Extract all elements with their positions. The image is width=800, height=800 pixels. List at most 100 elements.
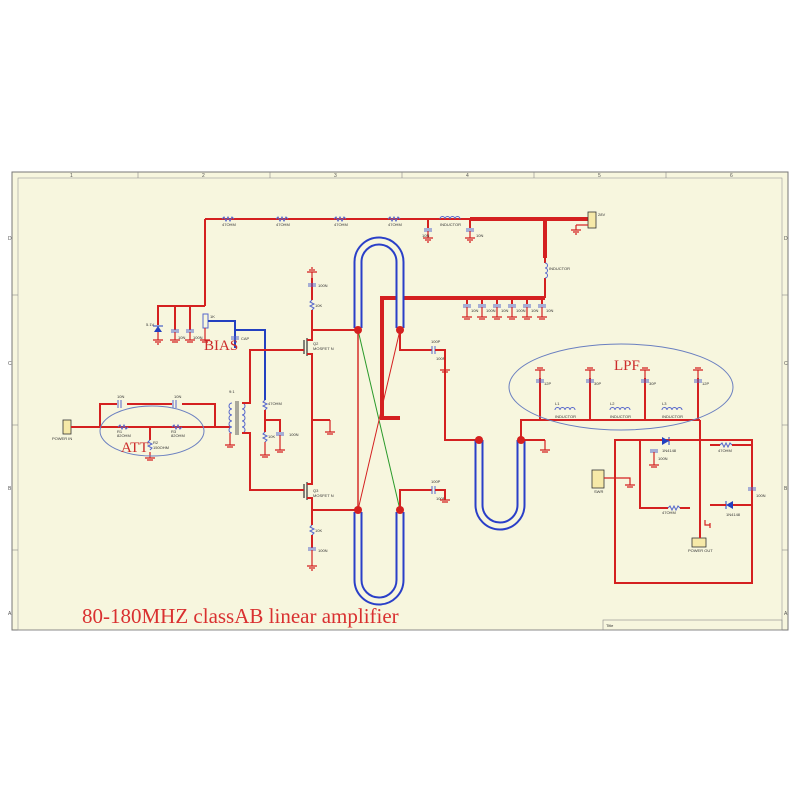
lpf-inductor-1 — [554, 407, 576, 411]
lpf-section: 12P 30P 30P 12P L1 L2 L3 INDUCTOR INDUCT… — [508, 343, 734, 431]
label-c-coup-bottom: 100P — [431, 479, 441, 484]
label-att-r3-val: 82OHM — [171, 433, 185, 438]
col-label-6: 6 — [730, 173, 733, 179]
label-swr-conn: SWR — [594, 489, 603, 494]
row-label-b: B — [8, 486, 12, 492]
label-lpf-l3: L3 — [662, 401, 667, 406]
label-lpf-ind-3: INDUCTOR — [662, 414, 683, 419]
label-lpf-c3: 30P — [649, 381, 656, 386]
zener-diode — [154, 326, 162, 332]
mosfet-top: 100N 10K Q2 MOSFET N — [300, 267, 355, 435]
block-label-lpf: LPF — [614, 358, 640, 374]
output-coax-balun — [353, 236, 432, 606]
label-q-top: Q2 — [313, 341, 319, 346]
label-r-mid2: 10K — [268, 434, 275, 439]
label-mosfet-bottom: MOSFET N — [313, 493, 334, 498]
row-label-d-right: D — [784, 236, 788, 242]
label-zener: 5.1V — [146, 322, 155, 327]
inductor-right — [544, 262, 548, 279]
label-lpf-l1: L1 — [555, 401, 560, 406]
label-c-top-1: 10N — [422, 233, 429, 238]
row-markers: D C B A D C B A — [8, 236, 788, 617]
label-r-top-1: 47OHM — [222, 222, 236, 227]
title-block-label: Title — [606, 623, 614, 628]
col-label-4: 4 — [466, 173, 469, 179]
col-label-2: 2 — [202, 173, 205, 179]
label-c-coup-top2: 100P — [436, 356, 446, 361]
title-block: Title — [602, 619, 783, 631]
col-label-5: 5 — [598, 173, 601, 179]
label-inductor-top: INDUCTOR — [440, 222, 461, 227]
label-lpf-l2: L2 — [610, 401, 615, 406]
row-label-d: D — [8, 236, 12, 242]
label-power-in: POWER IN — [52, 436, 72, 441]
label-lpf-c1: 12P — [544, 381, 551, 386]
label-att-c2: 10N — [174, 394, 181, 399]
label-inductor-right: INDUCTOR — [549, 266, 570, 271]
label-att-c1: 10N — [117, 394, 124, 399]
lpf-inductor-2 — [609, 407, 631, 411]
label-r-gate-bottom: 10K — [315, 528, 322, 533]
mosfet-bottom: Q3 MOSFET N 10K 100N — [300, 420, 355, 571]
label-cap-bias: CAP — [241, 336, 250, 341]
att-ellipse — [99, 405, 205, 457]
row-label-a-right: A — [784, 611, 788, 617]
sheet-inner-frame — [17, 177, 783, 631]
resistor-r-top-4 — [387, 215, 401, 223]
label-lpf-c2: 30P — [594, 381, 601, 386]
label-pot: 1K — [210, 314, 215, 319]
resistor-r-top-2 — [275, 215, 289, 223]
label-swr-d2: 1N4148 — [726, 512, 741, 517]
lpf-inductor-3 — [661, 407, 683, 411]
label-r-mid: 47OHM — [268, 401, 282, 406]
label-q-bottom: Q3 — [313, 488, 319, 493]
label-cbank-4: 100N — [516, 308, 526, 313]
drain-feed: 10N 100N 10N 100N 10N 10N — [380, 296, 553, 420]
label-c-gate-bottom: 100N — [318, 548, 328, 553]
power-in-connector — [62, 419, 72, 435]
label-c-gate-top: 100N — [318, 283, 328, 288]
label-c-bias-2: 100N — [193, 335, 203, 340]
label-lpf-c4: 12P — [702, 381, 709, 386]
label-r-top-4: 47OHM — [388, 222, 402, 227]
label-supply: 28V — [598, 212, 605, 217]
label-cbank-3: 10N — [501, 308, 508, 313]
label-att-r1-val: 82OHM — [117, 433, 131, 438]
label-cbank-5: 10N — [531, 308, 538, 313]
input-att-section: POWER IN 10N 10N R1 R3 82OHM 82OHM R2 15… — [52, 394, 230, 461]
row-label-c-right: C — [784, 361, 788, 367]
col-label-3: 3 — [334, 173, 337, 179]
label-c-coup-bottom2: 100P — [436, 496, 446, 501]
row-label-a: A — [8, 611, 12, 617]
label-swr-r1: 47OHM — [662, 510, 676, 515]
label-cbank-2: 100N — [486, 308, 496, 313]
label-cbank-6: 10N — [546, 308, 553, 313]
power-out-connector — [691, 537, 707, 548]
label-r-gate-top: 10K — [315, 303, 322, 308]
label-swr-c2: 100N — [756, 493, 766, 498]
row-label-b-right: B — [784, 486, 788, 492]
block-label-bias: BIAS — [204, 338, 238, 354]
schematic-title: 80-180MHZ classAB linear amplifier — [82, 604, 399, 628]
label-att-r2: R2 — [153, 440, 159, 445]
label-c-coup-top: 100P — [431, 339, 441, 344]
label-c-bias-1: 10N — [178, 335, 185, 340]
swr-diode-1 — [662, 437, 669, 445]
swr-connector — [591, 469, 605, 489]
label-swr-r2: 47OHM — [718, 448, 732, 453]
label-cbank-1: 10N — [471, 308, 478, 313]
label-c-mid: 100N — [289, 432, 299, 437]
label-r-top-3: 47OHM — [334, 222, 348, 227]
label-swr-c1: 100N — [658, 456, 668, 461]
label-swr-d1: 1N4148 — [662, 448, 677, 453]
label-att-r3: R3 — [171, 429, 177, 434]
label-att-r1: R1 — [117, 429, 123, 434]
swr-diode-2 — [726, 501, 733, 509]
resistor-r-top-1 — [221, 215, 235, 223]
column-markers: 1 2 3 4 5 6 — [70, 172, 733, 179]
label-r-top-2: 47OHM — [276, 222, 290, 227]
supply-connector — [587, 211, 597, 229]
label-mosfet-top: MOSFET N — [313, 346, 334, 351]
label-lpf-ind-2: INDUCTOR — [610, 414, 631, 419]
